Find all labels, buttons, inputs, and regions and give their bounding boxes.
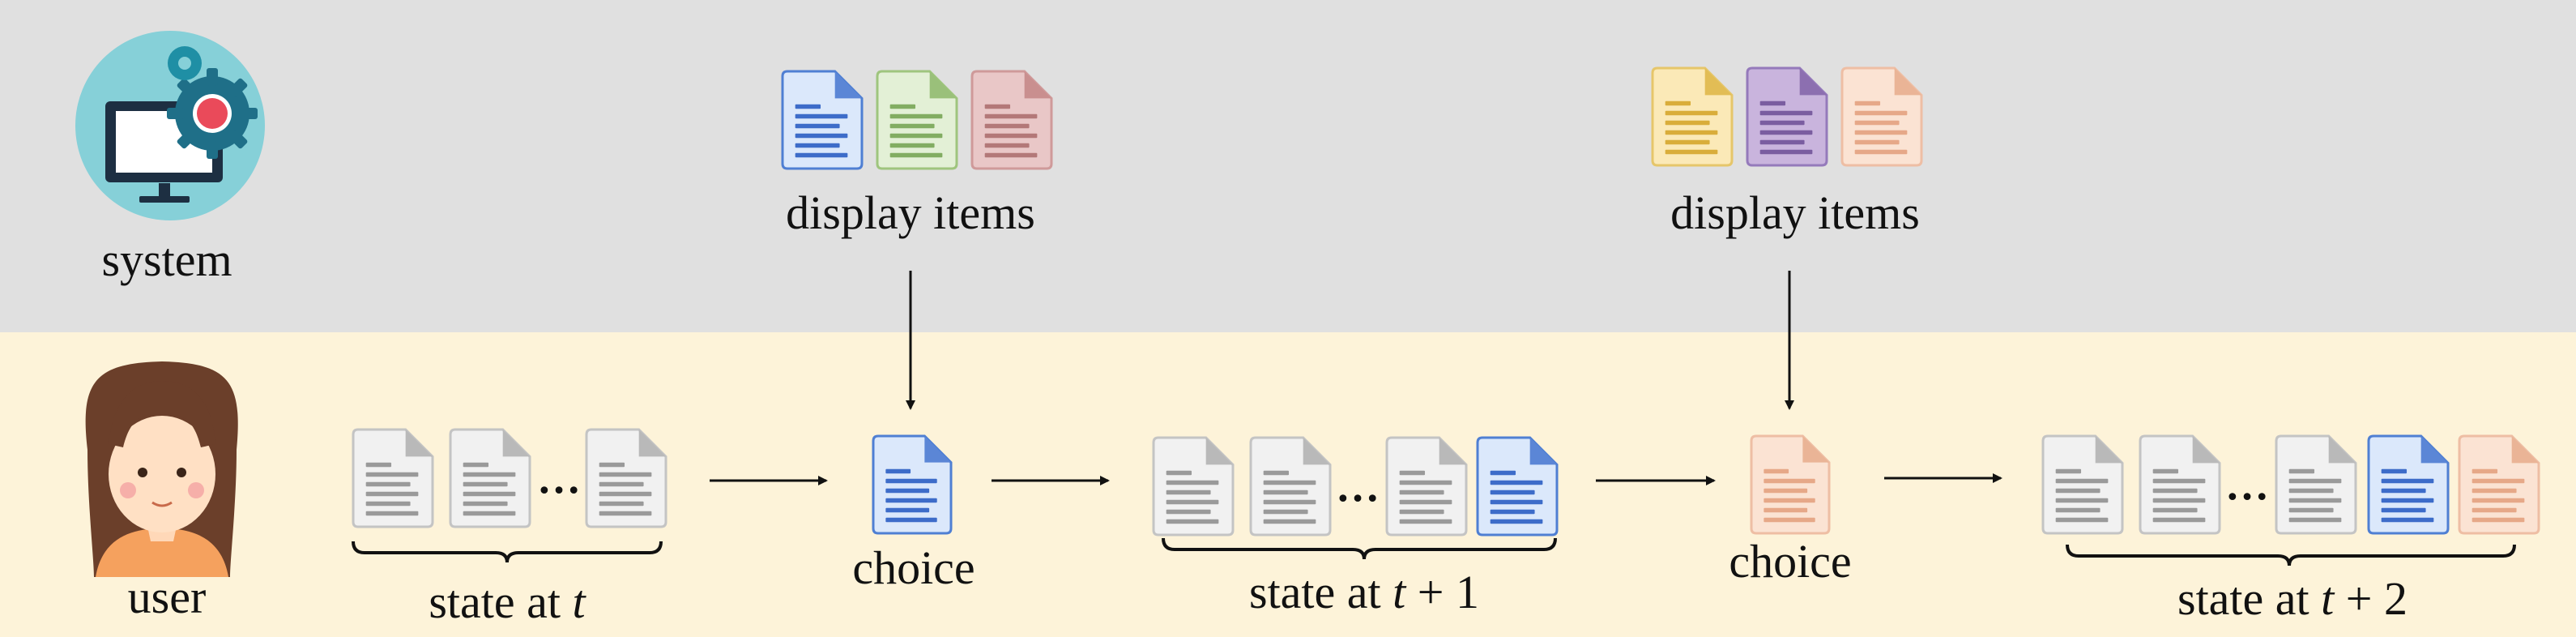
blue-document-icon (1476, 436, 1559, 537)
user-avatar-icon (85, 361, 238, 577)
choice-doc-icon (1750, 434, 1831, 535)
gray-document-icon (2139, 434, 2221, 535)
gray-document-icon (1385, 436, 1468, 537)
green-document-icon (876, 70, 958, 170)
display-items-label: display items (786, 186, 1035, 239)
ellipsis-text: … (537, 454, 581, 502)
yellow-document-icon (1651, 66, 1734, 167)
display-items-group (781, 70, 1053, 170)
gray-document-icon (2041, 434, 2124, 535)
state-docs-group: … (1152, 436, 1559, 537)
ellipsis-text: … (1336, 462, 1380, 511)
red-document-icon (970, 70, 1053, 170)
blue-document-icon (781, 70, 864, 170)
system-band (0, 0, 2576, 332)
choice-doc-icon (872, 434, 953, 535)
peach-document-icon (1750, 434, 1831, 535)
display-items-label: display items (1670, 186, 1920, 239)
choice-label: choice (1729, 535, 1851, 588)
system-label: system (101, 233, 232, 286)
state-label: state at t + 1 (1249, 566, 1479, 618)
blue-document-icon (2367, 434, 2450, 535)
gear-icon (167, 68, 258, 159)
purple-document-icon (1746, 66, 1828, 167)
choice-label: choice (852, 541, 975, 594)
state-docs-group: … (352, 428, 667, 528)
state-label: state at t + 2 (2177, 572, 2408, 625)
peach-document-icon (1840, 66, 1923, 167)
gray-document-icon (449, 428, 531, 528)
gray-document-icon (1152, 436, 1235, 537)
state-brace (2066, 544, 2516, 566)
gray-document-icon (352, 428, 434, 528)
state-docs-group: … (2041, 434, 2540, 535)
gray-document-icon (1249, 436, 1332, 537)
display-items-group (1651, 66, 1923, 167)
gray-document-icon (2275, 434, 2357, 535)
peach-document-icon (2458, 434, 2540, 535)
blue-document-icon (872, 434, 953, 535)
small-gear-icon (168, 46, 202, 80)
gray-document-icon (585, 428, 667, 528)
state-label: state at t (429, 575, 586, 628)
user-label: user (128, 571, 207, 623)
system-computer-icon (75, 31, 265, 220)
state-brace (352, 541, 663, 563)
ellipsis-text: … (2225, 460, 2269, 509)
state-brace (1162, 537, 1557, 560)
